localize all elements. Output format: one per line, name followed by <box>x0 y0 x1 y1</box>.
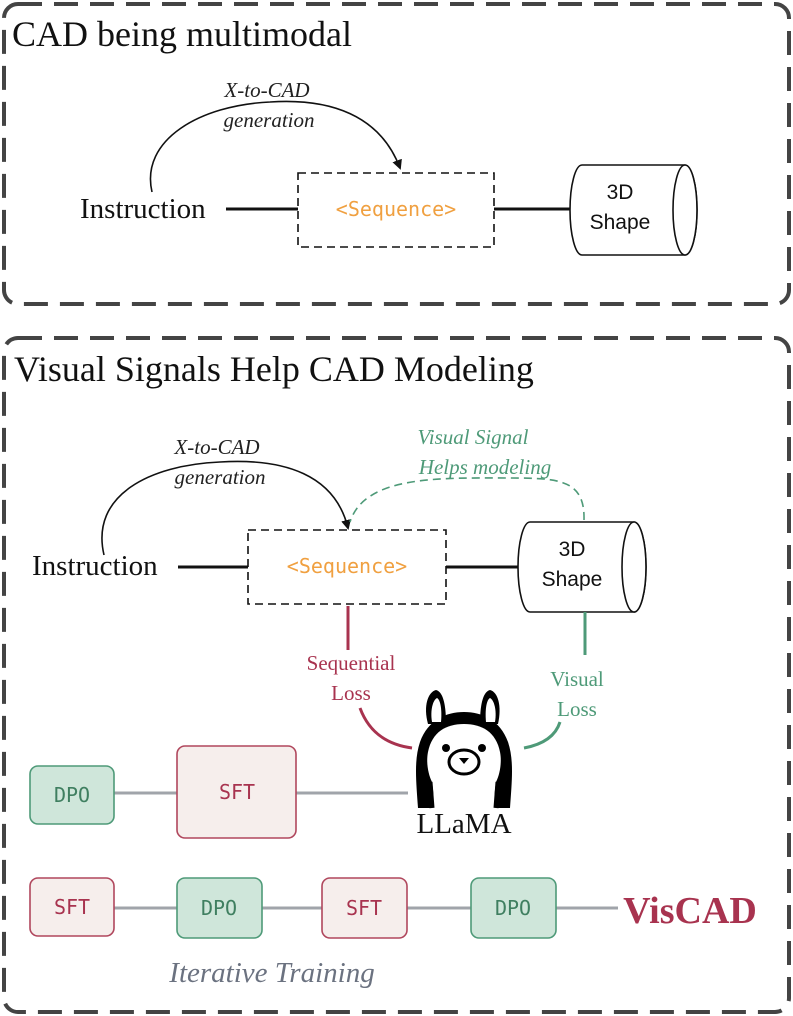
row2-dpo-label-1: DPO <box>201 896 237 920</box>
visual-loss-label-1: Visual <box>550 667 604 691</box>
row2-dpo-box-1 <box>176 877 263 939</box>
row2-sft-box-2 <box>321 877 408 939</box>
row1-dpo-label: DPO <box>54 783 90 807</box>
sequential-loss-label-1: Sequential <box>307 651 396 675</box>
row2-sft-label-1: SFT <box>54 895 90 919</box>
iterative-training-label: Iterative Training <box>168 957 374 989</box>
llama-icon <box>416 690 512 809</box>
sequential-loss-label-2: Loss <box>331 681 371 705</box>
row1-sft-box <box>176 745 297 839</box>
panel2-arrow-label-2: generation <box>175 465 266 489</box>
llama-label: LLaMA <box>416 808 511 840</box>
sequential-loss-curve <box>346 606 413 750</box>
panel2-shape-cylinder <box>517 521 647 613</box>
panel1-arrow-label-1: X-to-CAD <box>223 78 309 102</box>
panel1-title: CAD being multimodal <box>12 14 352 54</box>
panel1-sequence-box <box>297 172 495 248</box>
panel1-instruction: Instruction <box>80 193 206 225</box>
panel2-instruction: Instruction <box>32 550 158 582</box>
panel1-sequence-label: <Sequence> <box>336 197 456 221</box>
panel2-shape-label-1: 3D <box>559 538 586 561</box>
panel2-arrow-label-1: X-to-CAD <box>173 435 259 459</box>
panel2-generation-arrow <box>101 460 351 556</box>
panel2-sequence-label: <Sequence> <box>287 554 407 578</box>
row2-dpo-box-2 <box>470 877 557 939</box>
row2-sft-label-2: SFT <box>346 896 382 920</box>
panel1-shape-label-2: Shape <box>590 211 651 234</box>
visual-loss-label-2: Loss <box>557 697 597 721</box>
panel1-arrow-label-2: generation <box>224 108 315 132</box>
panel2-frame <box>2 336 791 1014</box>
panel1-frame <box>2 2 791 306</box>
visual-loss-curve <box>523 612 587 750</box>
panel1-shape-label-1: 3D <box>607 181 634 204</box>
visual-signal-label-1: Visual Signal <box>417 425 528 449</box>
panel1-shape-cylinder <box>569 164 698 256</box>
panel2-shape-label-2: Shape <box>542 568 603 591</box>
panel2-title: Visual Signals Help CAD Modeling <box>14 349 534 389</box>
panel2-sequence-box <box>247 529 447 605</box>
visual-signal-arrow <box>349 477 585 523</box>
row1-dpo-box <box>29 765 115 825</box>
row2-dpo-label-2: DPO <box>495 896 531 920</box>
row2-sft-box-1 <box>29 877 115 937</box>
row1-sft-label: SFT <box>219 780 255 804</box>
panel1-generation-arrow <box>149 100 402 193</box>
viscad-label: VisCAD <box>623 890 757 932</box>
visual-signal-label-2: Helps modeling <box>418 455 551 479</box>
